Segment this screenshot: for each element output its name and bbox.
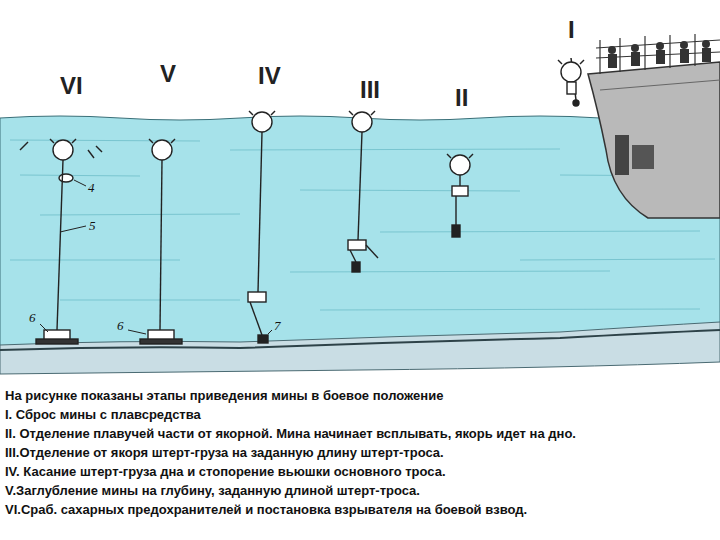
- callout-number: 6: [117, 318, 124, 334]
- stage-description: IV. Касание штерт-груза дна и стопорение…: [5, 464, 446, 479]
- stage-numeral: VI: [60, 72, 83, 100]
- stage-description: II. Отделение плавучей части от якорной.…: [5, 426, 576, 441]
- stage-description: VI.Сраб. сахарных предохранителей и пост…: [5, 502, 527, 517]
- stage-description: I. Сброс мины с плавсредства: [5, 407, 201, 422]
- ship: [588, 34, 720, 218]
- stage-description: V.Заглубление мины на глубину, заданную …: [5, 483, 420, 498]
- stage-numeral: IV: [258, 62, 281, 90]
- stage-numeral: II: [455, 84, 468, 112]
- stage-numeral: III: [360, 76, 380, 104]
- callout-number: 4: [88, 180, 95, 196]
- stage-numeral: V: [160, 60, 176, 88]
- caption-text: На рисунке показаны этапы приведения мин…: [5, 388, 443, 403]
- stage-description: III.Отделение от якоря штерт-груза на за…: [5, 445, 444, 460]
- callout-number: 7: [274, 318, 281, 334]
- callout-number: 6: [29, 310, 36, 326]
- stage-numeral: I: [568, 16, 575, 44]
- callout-number: 5: [89, 218, 96, 234]
